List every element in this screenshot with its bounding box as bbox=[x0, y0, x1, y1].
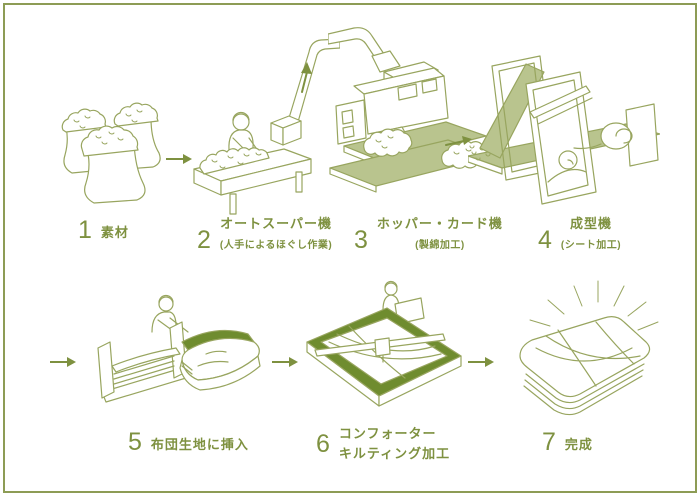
machine-body bbox=[335, 50, 449, 146]
insertion-table bbox=[97, 321, 187, 403]
step-sublabel: (製綿加工) bbox=[415, 239, 465, 251]
forming-machine-illustration bbox=[468, 55, 660, 205]
hopper-card-machine-illustration bbox=[328, 27, 495, 193]
step-number: 6 bbox=[316, 429, 330, 458]
step-number: 2 bbox=[197, 225, 211, 254]
quilting-table bbox=[306, 307, 462, 407]
gantry-bar bbox=[314, 333, 446, 363]
step-number: 7 bbox=[542, 428, 556, 456]
frame-front bbox=[525, 71, 597, 205]
worker bbox=[151, 294, 189, 337]
arrow-right-icon bbox=[468, 357, 494, 367]
arrow-right-icon bbox=[445, 136, 472, 146]
arrow-right-icon bbox=[50, 357, 76, 367]
arrow-right-icon bbox=[166, 154, 192, 164]
arrow-right-icon bbox=[272, 357, 298, 367]
step-label: コンフォーター bbox=[338, 426, 437, 441]
hopper-box bbox=[270, 115, 302, 146]
raw-material-sacks-illustration bbox=[61, 102, 161, 204]
futon-shell bbox=[179, 329, 261, 391]
step-3-caption: 3 ホッパー・カード機 (製綿加工) bbox=[354, 216, 503, 253]
arrow-up-icon bbox=[301, 62, 312, 93]
step-7-caption: 7 完成 bbox=[542, 430, 593, 455]
duct-pipe bbox=[288, 38, 340, 123]
step-number: 4 bbox=[538, 225, 552, 254]
step-sublabel: (シート加工) bbox=[560, 239, 622, 251]
step-2-caption: 2 オートスーパー機 (人手によるほぐし作業) bbox=[197, 216, 332, 253]
step-5-caption: 5 布団生地に挿入 bbox=[128, 430, 249, 455]
shine-rays bbox=[529, 280, 659, 331]
sheet-roll bbox=[573, 103, 659, 167]
step-sublabel: (人手によるほぐし作業) bbox=[219, 239, 333, 251]
step-label: 布団生地に挿入 bbox=[150, 437, 249, 453]
step-label: オートスーパー機 bbox=[220, 216, 333, 231]
fluff-scatter bbox=[469, 145, 491, 161]
conveyor-table bbox=[193, 148, 312, 215]
fabric-insertion-illustration bbox=[97, 294, 261, 403]
step-label-line2: キルティング加工 bbox=[338, 446, 451, 462]
step-label: 素材 bbox=[100, 225, 129, 241]
step-label: 成型機 bbox=[569, 216, 612, 231]
step-label: ホッパー・カード機 bbox=[376, 216, 503, 231]
quilting-machine-illustration bbox=[306, 280, 462, 407]
comforter-stack bbox=[519, 316, 651, 416]
auto-opener-machine-illustration bbox=[193, 38, 340, 215]
inlet-duct bbox=[328, 27, 385, 60]
step-label: 完成 bbox=[564, 437, 593, 453]
cotton-fluff bbox=[199, 147, 270, 175]
step-number: 5 bbox=[128, 428, 142, 456]
step-number: 1 bbox=[78, 216, 92, 244]
step-6-caption: 6 コンフォーター キルティング加工 bbox=[316, 424, 450, 464]
step-4-caption: 4 成型機 (シート加工) bbox=[538, 216, 621, 253]
step-1-caption: 1 素材 bbox=[78, 218, 129, 243]
worker bbox=[228, 111, 257, 151]
sack-front bbox=[80, 125, 146, 204]
step-number: 3 bbox=[354, 225, 368, 254]
finished-comforter-illustration bbox=[519, 280, 659, 416]
